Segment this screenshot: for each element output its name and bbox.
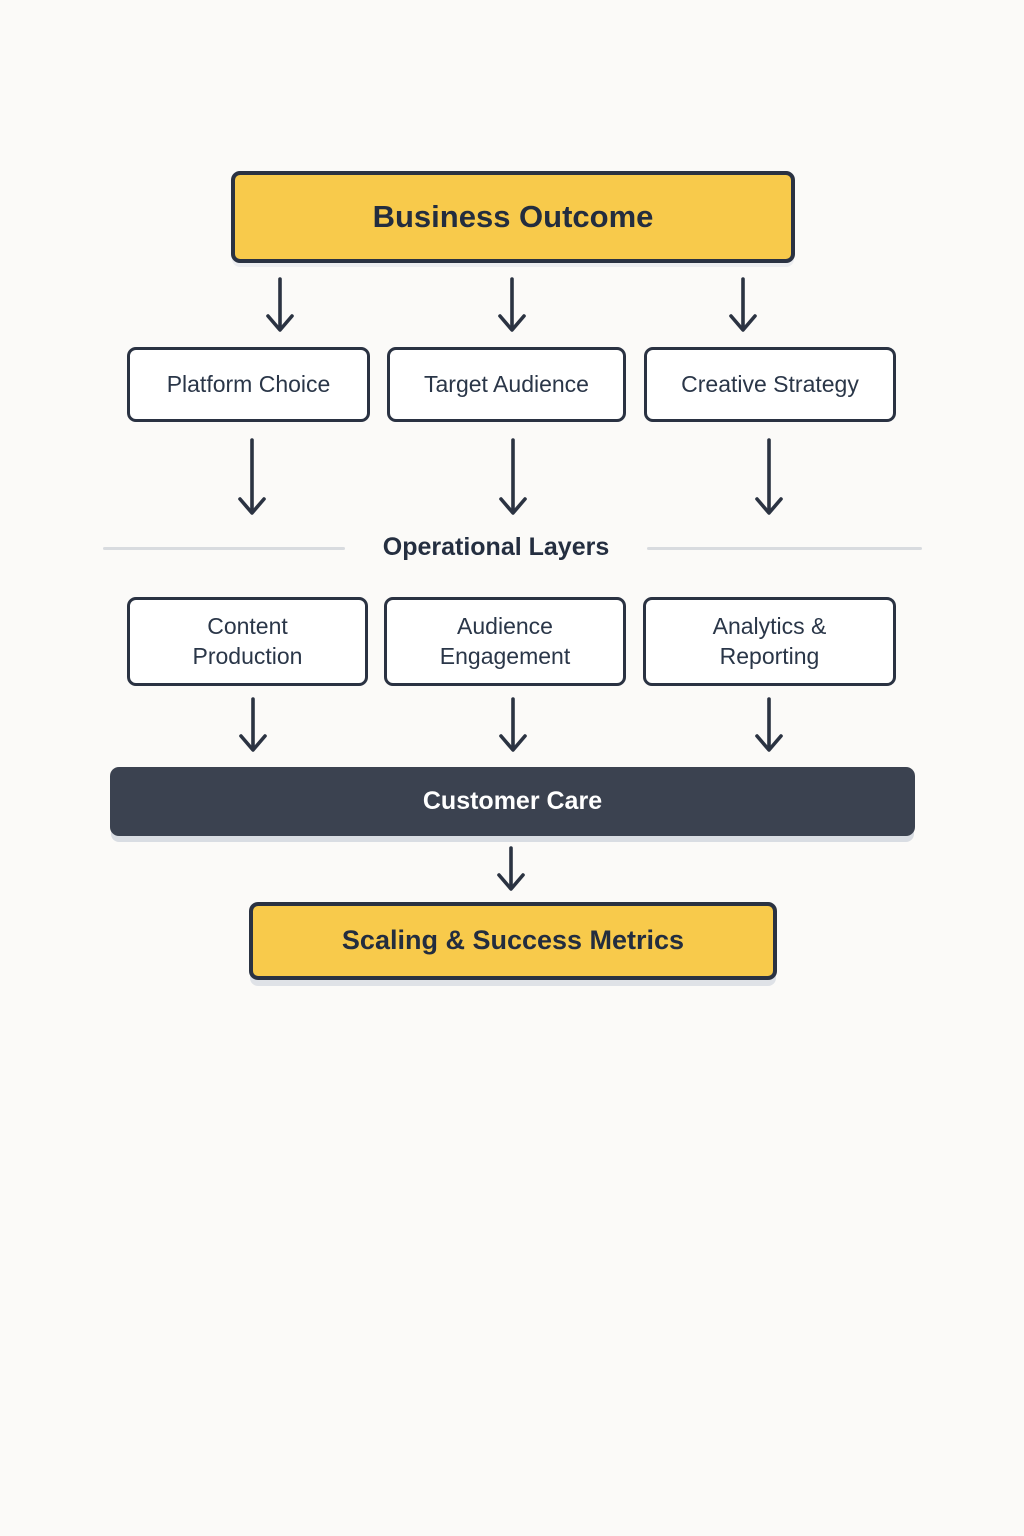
node-audience-engagement: Audience Engagement: [384, 597, 626, 686]
node-scaling-success-metrics: Scaling & Success Metrics: [249, 902, 777, 980]
divider-line-right: [647, 547, 922, 550]
node-content-production: Content Production: [127, 597, 368, 686]
node-customer-care-label: Customer Care: [422, 787, 603, 816]
down-arrow-icon: [498, 277, 526, 332]
down-arrow-icon: [266, 277, 294, 332]
node-customer-care: Customer Care: [110, 767, 915, 836]
node-analytics-reporting: Analytics & Reporting: [643, 597, 896, 686]
divider-label: Operational Layers: [382, 533, 610, 561]
node-analytics-reporting-label: Analytics & Reporting: [712, 612, 827, 669]
node-platform-choice-label: Platform Choice: [166, 370, 331, 397]
down-arrow-icon: [729, 277, 757, 332]
down-arrow-icon: [755, 697, 783, 752]
node-target-audience-label: Target Audience: [424, 370, 589, 397]
node-target-audience: Target Audience: [387, 347, 626, 422]
node-creative-strategy: Creative Strategy: [644, 347, 896, 422]
node-scaling-success-metrics-label: Scaling & Success Metrics: [341, 925, 685, 956]
down-arrow-icon: [499, 697, 527, 752]
node-audience-engagement-label: Audience Engagement: [439, 612, 571, 669]
node-business-outcome-label: Business Outcome: [372, 198, 654, 234]
divider-line-left: [103, 547, 345, 550]
down-arrow-icon: [239, 697, 267, 752]
node-content-production-label: Content Production: [192, 612, 303, 669]
down-arrow-icon: [755, 438, 783, 515]
node-creative-strategy-label: Creative Strategy: [681, 370, 859, 397]
node-business-outcome: Business Outcome: [231, 171, 795, 263]
down-arrow-icon: [499, 438, 527, 515]
down-arrow-icon: [238, 438, 266, 515]
down-arrow-icon: [497, 846, 525, 891]
node-platform-choice: Platform Choice: [127, 347, 370, 422]
